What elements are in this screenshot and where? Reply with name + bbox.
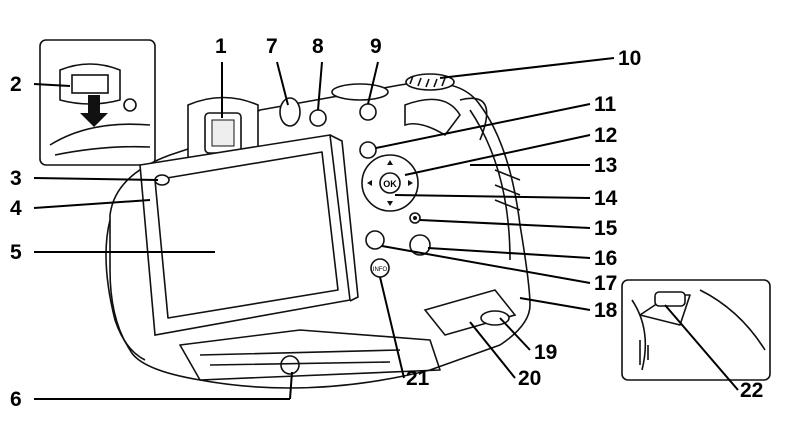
callout-17: 17 (594, 272, 618, 295)
callout-5: 5 (10, 241, 22, 264)
svg-text:INFO: INFO (373, 267, 388, 273)
callout-20: 20 (518, 367, 542, 390)
svg-text:OK: OK (383, 179, 397, 189)
callout-10: 10 (618, 47, 642, 70)
callout-22: 22 (740, 379, 764, 402)
callout-15: 15 (594, 217, 618, 240)
lcd-monitor (139, 134, 359, 336)
eyecup-inset (39, 39, 156, 166)
callout-4: 4 (10, 197, 22, 220)
callout-9: 9 (370, 35, 382, 58)
callout-12: 12 (594, 124, 618, 147)
callout-3: 3 (10, 167, 22, 190)
control-buttons: OK INFO (359, 141, 521, 336)
callout-1: 1 (215, 35, 227, 58)
dials (279, 73, 461, 137)
callout-18: 18 (594, 299, 618, 322)
callout-11: 11 (594, 93, 617, 116)
callout-21: 21 (406, 367, 430, 390)
callout-2: 2 (10, 73, 22, 96)
callout-7: 7 (266, 35, 278, 58)
callout-13: 13 (594, 154, 618, 177)
callout-14: 14 (594, 187, 618, 210)
callout-8: 8 (312, 35, 324, 58)
leader-lines (33, 57, 739, 400)
port-inset (621, 279, 771, 381)
camera-body (105, 81, 531, 389)
callout-6: 6 (10, 388, 22, 411)
callout-16: 16 (594, 247, 618, 270)
callout-19: 19 (534, 341, 558, 364)
